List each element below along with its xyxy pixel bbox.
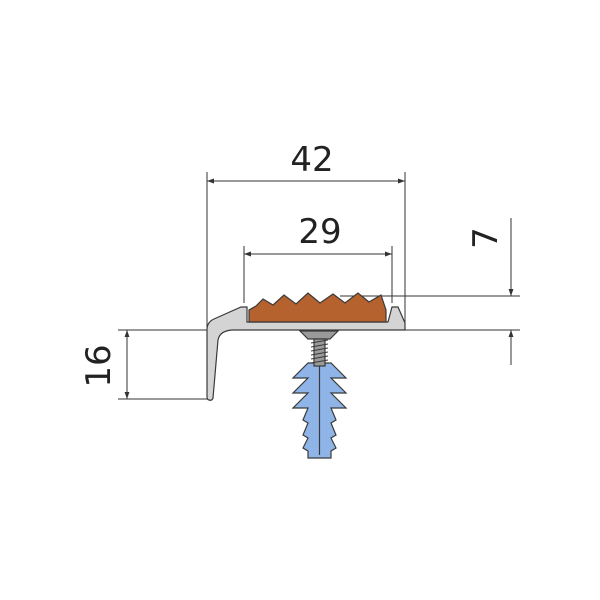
dimension-label-16: 16 xyxy=(79,344,119,387)
dimension-label-29: 29 xyxy=(298,212,341,252)
dimension-insert-width: 29 xyxy=(244,212,392,257)
screw xyxy=(298,330,340,367)
dimension-label-42: 42 xyxy=(290,140,333,180)
dimension-nose-height: 16 xyxy=(79,330,130,399)
aluminium-profile xyxy=(206,306,406,401)
wall-plug xyxy=(291,362,348,459)
anti-slip-insert xyxy=(248,292,387,323)
dimension-insert-height: 7 xyxy=(466,218,514,365)
dimension-label-7: 7 xyxy=(466,227,506,249)
dimension-overall-width: 42 xyxy=(207,140,405,184)
